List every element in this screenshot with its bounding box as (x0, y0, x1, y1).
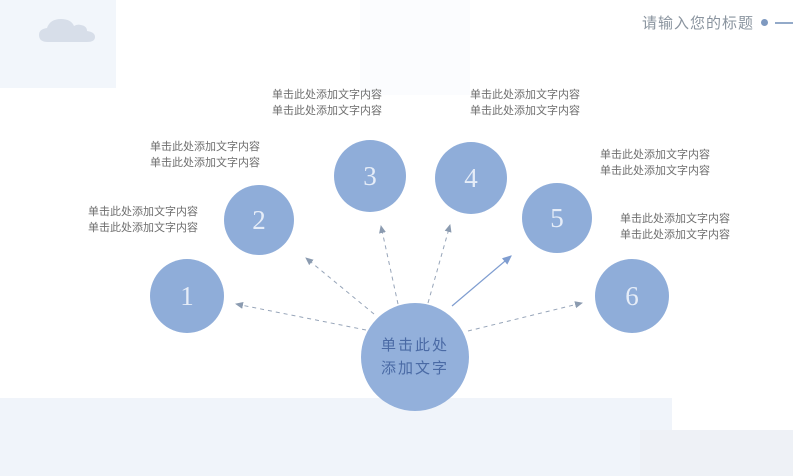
step-circle-4[interactable]: 4 (435, 142, 507, 214)
bg-decor-faint-rect (360, 0, 470, 95)
arrow-to-1 (235, 301, 367, 331)
center-text-circle[interactable]: 单击此处 添加文字 (361, 303, 469, 411)
placeholder-line: 单击此处添加文字内容 (620, 213, 730, 225)
text-placeholder-3[interactable]: 单击此处添加文字内容 单击此处添加文字内容 (272, 87, 382, 119)
placeholder-line: 单击此处添加文字内容 (620, 229, 730, 241)
page-title[interactable]: 请输入您的标题 (641, 15, 754, 32)
step-number: 1 (180, 280, 194, 311)
text-placeholder-1[interactable]: 单击此处添加文字内容 单击此处添加文字内容 (88, 204, 198, 236)
placeholder-line: 单击此处添加文字内容 (272, 105, 382, 117)
cloud-icon (39, 19, 95, 42)
arrow-to-3 (379, 225, 399, 305)
step-circle-5[interactable]: 5 (522, 183, 592, 253)
placeholder-line: 单击此处添加文字内容 (150, 157, 260, 169)
step-number: 2 (252, 204, 266, 235)
placeholder-line: 单击此处添加文字内容 (88, 206, 198, 218)
step-number: 4 (464, 162, 478, 193)
step-number: 5 (550, 202, 564, 233)
step-circle-6[interactable]: 6 (595, 259, 669, 333)
title-accent-dot (761, 19, 768, 26)
placeholder-line: 单击此处添加文字内容 (88, 222, 198, 234)
center-text-line2: 添加文字 (380, 360, 449, 377)
step-circle-2[interactable]: 2 (224, 185, 294, 255)
step-number: 6 (625, 280, 639, 311)
step-circle-1[interactable]: 1 (150, 259, 224, 333)
arrow-to-5 (451, 255, 512, 307)
arrow-to-2 (305, 257, 375, 315)
placeholder-line: 单击此处添加文字内容 (470, 89, 580, 101)
text-placeholder-4[interactable]: 单击此处添加文字内容 单击此处添加文字内容 (470, 87, 580, 119)
slide-title-row: 请输入您的标题 (642, 12, 793, 33)
bg-decor-bottom-band (0, 398, 672, 476)
placeholder-line: 单击此处添加文字内容 (272, 89, 382, 101)
text-placeholder-2[interactable]: 单击此处添加文字内容 单击此处添加文字内容 (150, 139, 260, 171)
placeholder-line: 单击此处添加文字内容 (470, 105, 580, 117)
arrow-to-6 (467, 301, 583, 332)
center-text-line1: 单击此处 (380, 337, 449, 354)
bg-decor-bottom-right-band (640, 430, 793, 476)
bg-decor-topleft-square (0, 0, 116, 88)
title-accent-line (775, 21, 793, 24)
step-number: 3 (363, 160, 377, 191)
text-placeholder-6[interactable]: 单击此处添加文字内容 单击此处添加文字内容 (620, 211, 730, 243)
text-placeholder-5[interactable]: 单击此处添加文字内容 单击此处添加文字内容 (600, 147, 710, 179)
placeholder-line: 单击此处添加文字内容 (600, 165, 710, 177)
placeholder-line: 单击此处添加文字内容 (150, 141, 260, 153)
placeholder-line: 单击此处添加文字内容 (600, 149, 710, 161)
arrow-to-4 (427, 224, 452, 304)
step-circle-3[interactable]: 3 (334, 140, 406, 212)
